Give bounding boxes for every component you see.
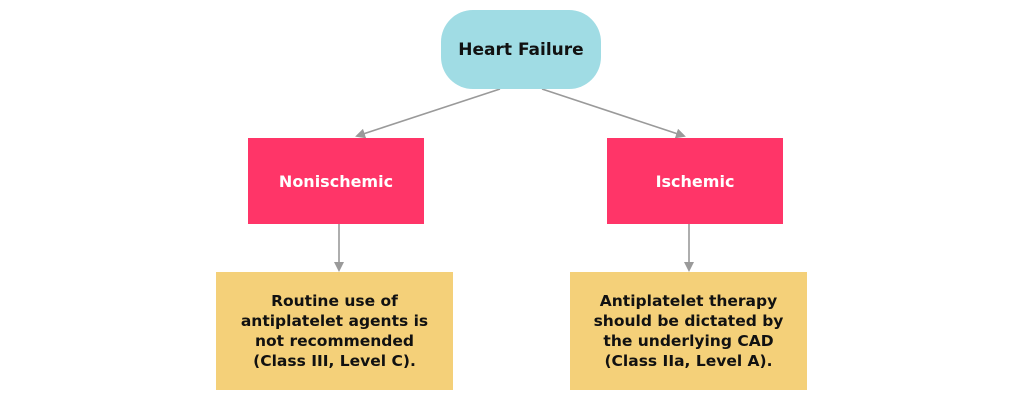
nonischemic-recommendation-box: Routine use of antiplatelet agents is no… <box>216 272 453 390</box>
arrow-root-to-nonischemic <box>355 88 501 139</box>
nonischemic-recommendation-text: Routine use of antiplatelet agents is no… <box>241 291 428 371</box>
recommendation-line: not recommended <box>254 332 415 350</box>
ischemic-recommendation-box: Antiplatelet therapy should be dictated … <box>570 272 807 390</box>
ischemic-node: Ischemic <box>607 138 783 224</box>
ischemic-recommendation-text: Antiplatelet therapy should be dictated … <box>594 291 784 371</box>
recommendation-line: should be dictated by <box>593 312 784 330</box>
nonischemic-node: Nonischemic <box>248 138 424 224</box>
heart-failure-label: Heart Failure <box>458 39 584 60</box>
nonischemic-label: Nonischemic <box>278 171 394 191</box>
recommendation-line: antiplatelet agents is <box>240 312 429 330</box>
recommendation-line: (Class III, Level C). <box>253 352 416 370</box>
recommendation-line: Routine use of <box>271 292 398 310</box>
recommendation-line: Antiplatelet therapy <box>599 292 778 310</box>
recommendation-line: the underlying CAD <box>603 332 774 350</box>
heart-failure-node: Heart Failure <box>441 10 601 89</box>
ischemic-label: Ischemic <box>655 171 735 191</box>
recommendation-line: (Class IIa, Level A). <box>604 352 773 370</box>
arrow-root-to-ischemic <box>541 88 686 139</box>
